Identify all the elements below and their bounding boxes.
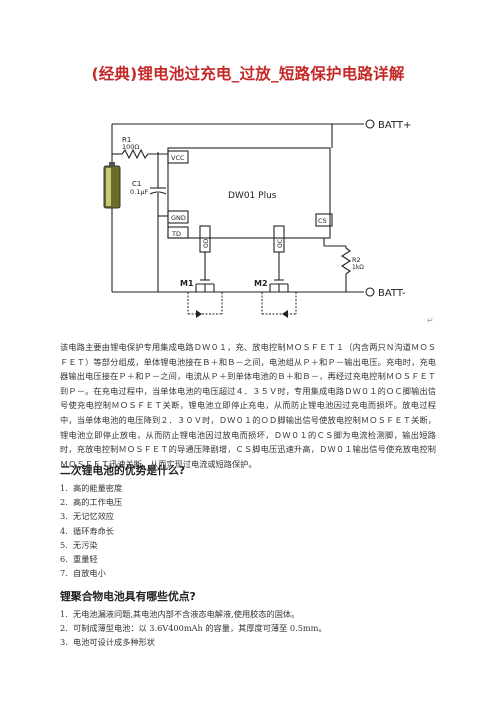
section-heading-polymer: 锂聚合物电池具有哪些优点? <box>60 590 196 603</box>
list-item-text: 无记忆效应 <box>73 511 114 522</box>
list-item-number: 4. <box>60 525 68 536</box>
m2-label: M2 <box>254 279 268 288</box>
r1-label: R1 <box>122 136 131 144</box>
r2-label: R2 <box>352 256 361 264</box>
list-item-text: 循环寿命长 <box>73 525 114 536</box>
list-item-text: 高的工作电压 <box>73 497 123 508</box>
protection-circuit-schematic: BATT+ BATT- R1 100Ω C1 0.1μF DW01 Plus V… <box>103 119 411 318</box>
pin-od: OD <box>203 238 210 248</box>
list-item-number: 6. <box>60 554 68 565</box>
list-item: 6. 重量轻 <box>60 552 122 566</box>
list-item-number: 1. <box>60 483 68 493</box>
pin-oc: OC <box>277 239 284 248</box>
r2-value: 1kΩ <box>352 264 364 271</box>
batt-minus-terminal <box>365 287 375 297</box>
r1-value: 100Ω <box>122 143 139 151</box>
batt-plus-label: BATT+ <box>378 120 411 131</box>
list-item-text: 高的能量密度 <box>73 483 123 493</box>
list-item-number: 7. <box>60 568 68 579</box>
c1-label: C1 <box>132 180 141 188</box>
list-item-number: 1. <box>60 609 68 619</box>
m1-label: M1 <box>180 279 194 288</box>
list-item-number: 3. <box>60 511 68 522</box>
pin-td: TD <box>171 230 181 238</box>
list-item: 1. 高的能量密度 <box>60 481 122 495</box>
batt-minus-label: BATT- <box>378 288 406 299</box>
c1-value: 0.1μF <box>130 188 148 196</box>
polymer-advantages-list: 1. 无电池漏液问题,其电池内部不含液态电解液,使用胶态的固体。 2. 可制成薄型电池… <box>60 607 327 650</box>
list-item-number: 3. <box>60 637 68 648</box>
list-item-text: 重量轻 <box>73 554 98 565</box>
intro-paragraph: 该电路主要由锂电保护专用集成电路ＤＷ０１，充、放电控制ＭＯＳＦＥＴ１（内含两只Ｎ… <box>60 342 436 469</box>
list-item-text: 无电池漏液问题,其电池内部不含液态电解液,使用胶态的固体。 <box>73 609 300 619</box>
list-item: 2. 可制成薄型电池：以 3.6V400mAh 的容量，其厚度可薄至 0.5mm。 <box>60 621 327 635</box>
list-item: 3. 电池可设计成多种形状 <box>60 635 327 649</box>
list-item: 3. 无记忆效应 <box>60 509 122 523</box>
list-item-number: 2. <box>60 623 68 634</box>
ic-name: DW01 Plus <box>228 191 277 201</box>
list-item: 2. 高的工作电压 <box>60 495 122 509</box>
advantages-list: 1. 高的能量密度 2. 高的工作电压 3. 无记忆效应 4. 循环寿命长 5. 无污染 6. 重量轻… <box>60 481 122 580</box>
list-item-text: 自放电小 <box>73 568 106 579</box>
paragraph-mark: ↵ <box>427 316 434 325</box>
list-item-text: 可制成薄型电池：以 3.6V400mAh 的容量，其厚度可薄至 0.5mm。 <box>73 623 327 634</box>
list-item-number: 5. <box>60 539 68 550</box>
list-item: 7. 自放电小 <box>60 566 122 580</box>
batt-plus-terminal <box>365 119 375 129</box>
pin-vcc: VCC <box>171 154 185 162</box>
list-item-number: 2. <box>60 497 68 508</box>
pin-cs: CS <box>318 217 327 225</box>
document-title: (经典)锂电池过充电_过放_短路保护电路详解 <box>91 65 405 83</box>
section-heading-advantages: 二次锂电池的优势是什么? <box>60 464 186 477</box>
list-item: 5. 无污染 <box>60 538 122 552</box>
list-item: 1. 无电池漏液问题,其电池内部不含液态电解液,使用胶态的固体。 <box>60 607 327 621</box>
list-item-text: 电池可设计成多种形状 <box>73 637 155 648</box>
list-item-text: 无污染 <box>73 539 98 550</box>
pin-gnd: GND <box>171 214 186 222</box>
list-item: 4. 循环寿命长 <box>60 524 122 538</box>
